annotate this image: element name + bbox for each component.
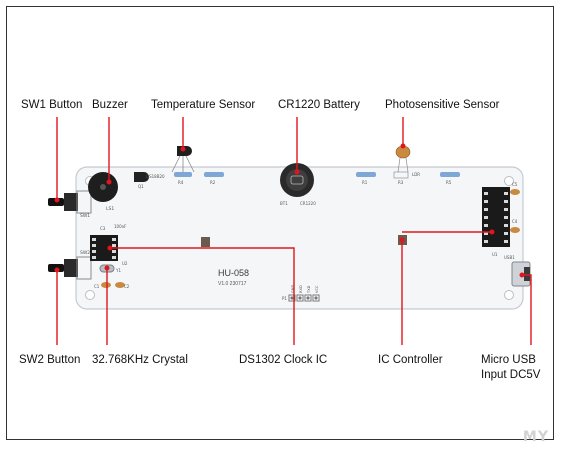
capacitor-c2	[115, 282, 125, 288]
capacitor-c5	[510, 189, 520, 195]
silk-r4: R4	[178, 180, 184, 185]
board-version: V1.0 230717	[218, 281, 247, 287]
battery-clip	[290, 175, 304, 185]
silk-c4: C4	[512, 219, 518, 224]
micro-usb-opening	[524, 267, 530, 281]
silk-sw2: SW2	[80, 250, 90, 256]
silk-y1: Y1	[115, 268, 121, 273]
silk-vcc: VCC	[315, 285, 319, 293]
resistor-r3-pad	[393, 171, 409, 179]
silk-c5: C5	[512, 182, 518, 187]
resistor-r5	[440, 172, 460, 177]
silk-gnd: GND	[291, 285, 295, 293]
silk-r5: R5	[446, 180, 452, 185]
sensor-lead	[185, 155, 195, 173]
silk-u2: U2	[122, 261, 128, 266]
sensor-lead	[171, 155, 181, 173]
silk-ls1: LS1	[106, 206, 114, 212]
sw1-body	[64, 193, 78, 211]
q1-transistor	[134, 172, 149, 182]
label-buzzer: Buzzer	[92, 99, 128, 111]
ldr-lead	[397, 157, 401, 173]
leader-lines	[56, 117, 532, 345]
label-micro-usb: Micro USB	[481, 354, 536, 366]
label-input-dc5v: Input DC5V	[481, 369, 541, 381]
label-photosensitive-sensor: Photosensitive Sensor	[385, 99, 500, 111]
silk-usb1: USB1	[504, 255, 515, 260]
silk-cr1220: CR1220	[300, 201, 316, 206]
silk-rx: RXD	[299, 285, 303, 293]
mounting-hole	[85, 290, 95, 300]
silk-bt1: BT1	[280, 201, 288, 206]
mounting-hole	[504, 176, 514, 186]
battery-cell	[286, 169, 308, 191]
resistor-r4	[174, 172, 192, 177]
silk-tx: TXD	[307, 285, 311, 294]
sw2-switch-outline	[76, 256, 92, 280]
capacitor-c4	[510, 227, 520, 233]
silk-r2: R2	[210, 180, 216, 185]
silk-c1: C1	[94, 284, 100, 289]
label-sw1-button: SW1 Button	[21, 99, 83, 111]
leader-usb	[522, 274, 532, 345]
capacitor-c1	[101, 282, 111, 288]
header-p1	[288, 294, 320, 302]
sw2-body	[64, 259, 78, 277]
mounting-hole	[504, 290, 514, 300]
watermark: MY	[522, 429, 549, 445]
ic-controller-pins	[484, 192, 508, 243]
smd-chip-left	[201, 237, 210, 247]
label-cr1220-battery: CR1220 Battery	[278, 99, 360, 111]
resistor-r1	[356, 172, 376, 177]
silk-p1: P1	[282, 296, 287, 301]
label-sw2-button: SW2 Button	[19, 354, 81, 366]
label-ic-controller: IC Controller	[378, 354, 443, 366]
ds1302-pins	[92, 238, 116, 259]
silk-ldr: LDR	[412, 172, 420, 177]
buzzer-hole	[100, 184, 106, 190]
silk-c2: C2	[124, 284, 130, 289]
label-ds1302-clock-ic: DS1302 Clock IC	[239, 354, 328, 366]
label-temperature-sensor: Temperature Sensor	[151, 99, 256, 111]
ldr-lead	[405, 157, 409, 173]
silk-cap-100nf: 100nF	[114, 224, 127, 229]
silk-sw1: SW1	[80, 213, 90, 219]
leader-dots	[54, 143, 525, 278]
silk-r1: R1	[362, 180, 368, 185]
silk-q1: Q1	[138, 184, 144, 189]
board-name: HU-058	[218, 268, 249, 278]
silk-u1: U1	[492, 252, 498, 257]
sw1-switch-outline	[76, 190, 92, 214]
silk-c3: C3	[100, 226, 106, 231]
leader-ds1302	[110, 247, 295, 345]
silk-r3: R3	[398, 180, 404, 185]
resistor-r2	[204, 172, 224, 177]
silk-ds18b20: DS18B20	[146, 174, 165, 179]
label-crystal: 32.768KHz Crystal	[92, 354, 188, 366]
